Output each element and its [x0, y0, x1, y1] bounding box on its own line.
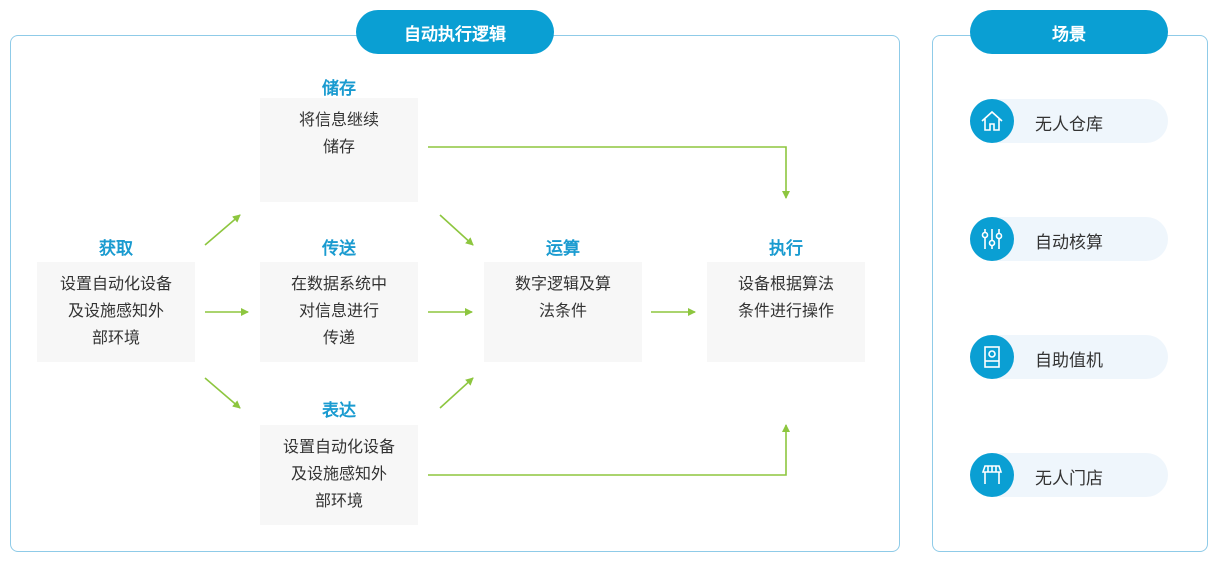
acquire-line: 部环境 [91, 328, 140, 347]
arrow-acquire-store [204, 214, 241, 246]
storefront-icon [970, 453, 1014, 497]
store-line: 将信息继续 [298, 110, 379, 129]
scene-item[interactable]: 自动核算 [970, 217, 1168, 261]
arrow-store-execute [428, 146, 790, 199]
sliders-icon [970, 217, 1014, 261]
logic-title: 自动执行逻辑 [356, 10, 554, 54]
scene-label: 无人仓库 [1035, 115, 1103, 135]
transmit-box: 在数据系统中 对信息进行 传递 [260, 262, 418, 362]
scene-label: 自助值机 [1035, 351, 1103, 371]
express-line: 及设施感知外 [290, 464, 387, 483]
store-label: 储存 [322, 79, 356, 99]
execute-label: 执行 [769, 239, 803, 259]
arrow-express-compute [439, 377, 474, 409]
scene-label: 自动核算 [1035, 233, 1103, 253]
execute-line: 设备根据算法 [737, 274, 834, 293]
arrow-store-compute [439, 214, 474, 246]
arrow-express-execute [428, 424, 790, 476]
acquire-box: 设置自动化设备 及设施感知外 部环境 [37, 262, 195, 362]
scene-item[interactable]: 无人仓库 [970, 99, 1168, 143]
house-icon [970, 99, 1014, 143]
express-box: 设置自动化设备 及设施感知外 部环境 [260, 425, 418, 525]
transmit-line: 对信息进行 [298, 301, 379, 320]
compute-line: 法条件 [538, 301, 587, 320]
scene-item[interactable]: 无人门店 [970, 453, 1168, 497]
kiosk-icon [970, 335, 1014, 379]
transmit-line: 在数据系统中 [290, 274, 387, 293]
store-box: 将信息继续 储存 [260, 98, 418, 202]
arrow-acquire-express [204, 377, 241, 409]
express-line: 部环境 [314, 491, 363, 510]
compute-box: 数字逻辑及算 法条件 [484, 262, 642, 362]
acquire-label: 获取 [99, 239, 133, 259]
acquire-line: 设置自动化设备 [59, 274, 172, 293]
execute-box: 设备根据算法 条件进行操作 [707, 262, 865, 362]
transmit-label: 传送 [322, 239, 356, 259]
scene-label: 无人门店 [1035, 469, 1103, 489]
express-label: 表达 [322, 401, 356, 421]
scene-item[interactable]: 自助值机 [970, 335, 1168, 379]
transmit-line: 传递 [322, 328, 355, 347]
compute-label: 运算 [546, 239, 580, 259]
express-line: 设置自动化设备 [282, 437, 395, 456]
execute-line: 条件进行操作 [737, 301, 834, 320]
compute-line: 数字逻辑及算 [514, 274, 611, 293]
scenes-title: 场景 [970, 10, 1168, 54]
acquire-line: 及设施感知外 [67, 301, 164, 320]
store-line: 储存 [322, 137, 355, 156]
